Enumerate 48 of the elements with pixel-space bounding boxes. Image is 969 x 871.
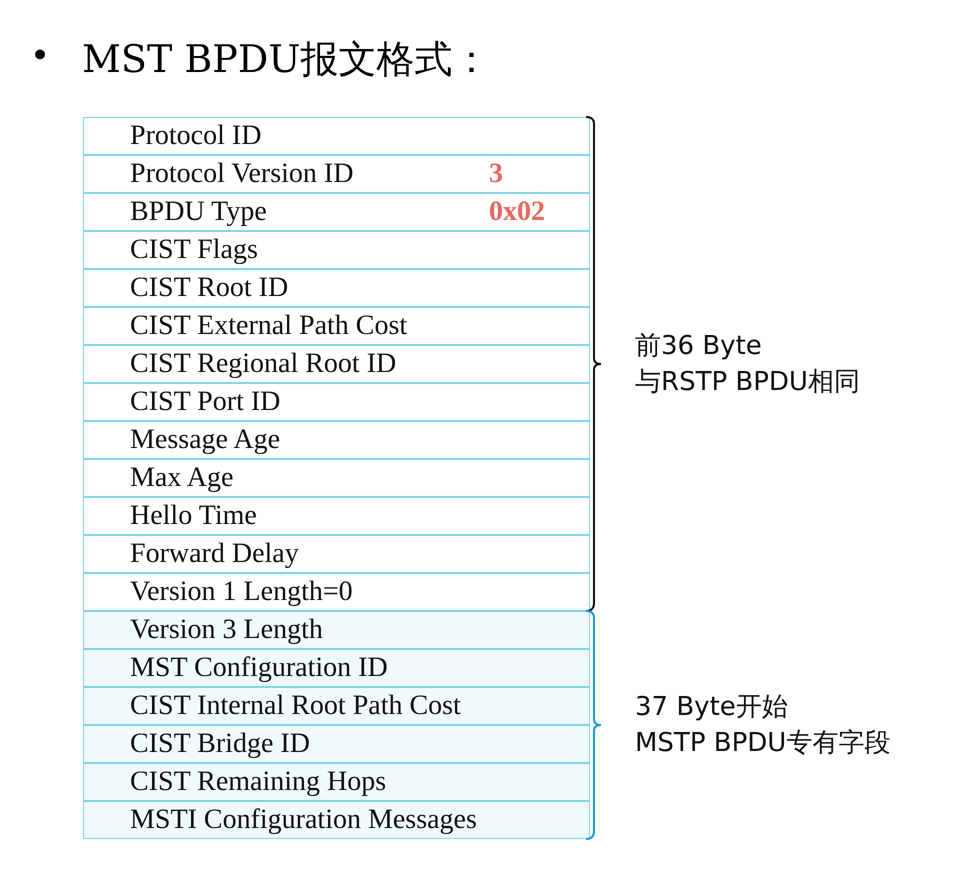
field-name: MSTI Configuration Messages (130, 805, 477, 835)
field-row (83, 421, 590, 459)
field-row (83, 573, 590, 611)
field-row (83, 345, 590, 383)
field-group (83, 117, 590, 611)
field-name: CIST Bridge ID (130, 729, 310, 759)
field-row (83, 459, 590, 497)
field-value: 0x02 (489, 197, 545, 227)
field-group (83, 611, 590, 839)
field-name: Protocol ID (130, 121, 262, 151)
title: MST BPDU报文格式： (82, 36, 490, 83)
field-row (83, 497, 590, 535)
field-name: Protocol Version ID (130, 159, 354, 189)
field-value: 3 (489, 159, 503, 189)
field-row (83, 763, 590, 801)
field-name: CIST Root ID (130, 273, 288, 303)
field-name: CIST Port ID (130, 387, 280, 417)
field-row (83, 687, 590, 725)
field-row (83, 535, 590, 573)
bracket-label: 前36 Byte (635, 330, 763, 363)
field-row (83, 155, 590, 193)
field-name: MST Configuration ID (130, 653, 388, 683)
field-name: Version 1 Length=0 (130, 577, 353, 607)
bracket-label: 37 Byte开始 (635, 691, 789, 724)
field-row (83, 231, 590, 269)
field-name: BPDU Type (130, 197, 267, 227)
bracket-label: MSTP BPDU专有字段 (635, 727, 890, 760)
field-name: Message Age (130, 425, 280, 455)
field-name: Max Age (130, 463, 234, 493)
field-name: Version 3 Length (130, 615, 323, 645)
field-row (83, 801, 590, 839)
field-name: Hello Time (130, 501, 257, 531)
field-row (83, 383, 590, 421)
field-row (83, 649, 590, 687)
field-row (83, 117, 590, 155)
field-row (83, 611, 590, 649)
field-name: CIST Regional Root ID (130, 349, 396, 379)
field-name: Forward Delay (130, 539, 299, 569)
bullet: • (30, 36, 50, 76)
field-name: CIST External Path Cost (130, 311, 408, 341)
field-name: CIST Internal Root Path Cost (130, 691, 461, 721)
field-row (83, 193, 590, 231)
field-row (83, 269, 590, 307)
field-name: CIST Remaining Hops (130, 767, 386, 797)
field-row (83, 725, 590, 763)
field-row (83, 307, 590, 345)
field-name: CIST Flags (130, 235, 258, 265)
bracket-label: 与RSTP BPDU相同 (635, 366, 860, 399)
